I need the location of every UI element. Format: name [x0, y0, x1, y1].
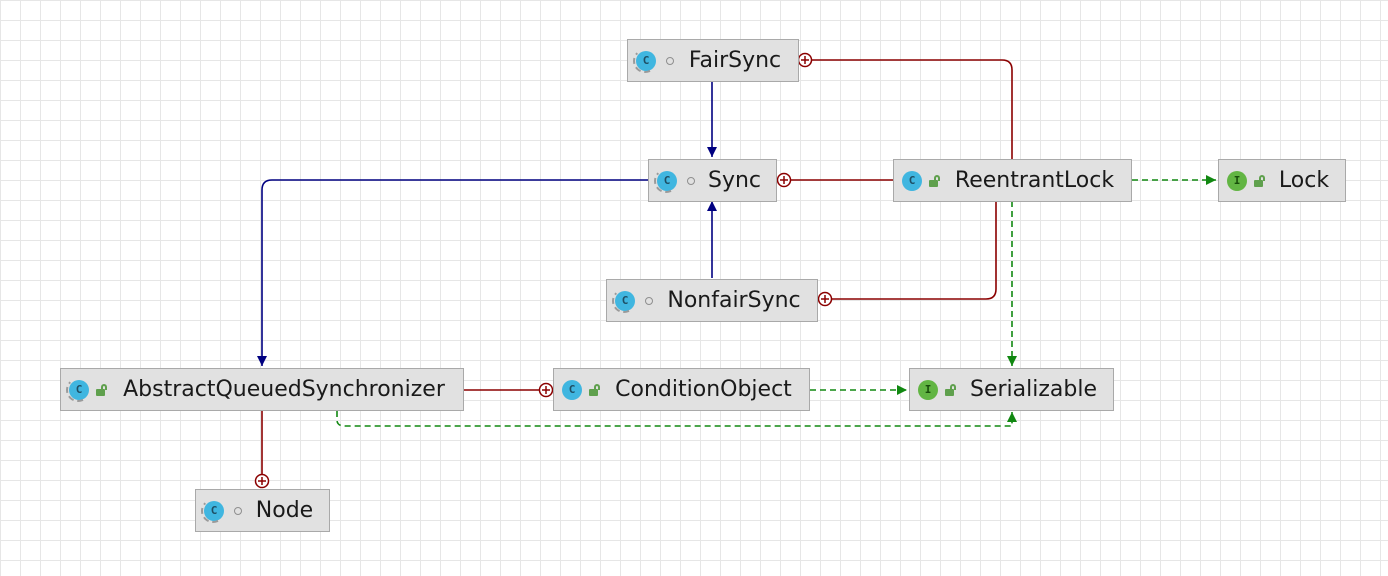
node-node[interactable]: C Node: [195, 489, 330, 532]
node-label: Serializable: [969, 377, 1097, 402]
node-label: Lock: [1278, 168, 1330, 193]
class-icon: C: [633, 48, 657, 73]
node-label: FairSync: [688, 48, 782, 73]
edge-aqs-implements-serializable[interactable]: [336, 411, 1017, 427]
inner-marker-fairsync: [797, 52, 813, 68]
package-private-icon: [234, 506, 242, 515]
edge-reentrantlock-inner-fairsync[interactable]: [812, 59, 1013, 159]
public-icon: [96, 384, 107, 396]
inner-marker-nonfairsync: [817, 291, 833, 307]
node-fairsync[interactable]: C FairSync: [627, 39, 799, 82]
node-sync[interactable]: C Sync: [648, 159, 777, 202]
node-label: ConditionObject: [615, 377, 792, 402]
class-icon: C: [902, 170, 922, 191]
interface-icon: I: [918, 379, 938, 400]
node-label: ReentrantLock: [954, 168, 1115, 193]
edge-sync-extends-aqs[interactable]: [257, 179, 648, 366]
edge-reentrantlock-inner-nonfairsync[interactable]: [832, 201, 997, 300]
class-icon: C: [201, 498, 225, 523]
node-aqs[interactable]: C AbstractQueuedSynchronizer: [60, 368, 464, 411]
public-icon: [929, 175, 940, 187]
public-icon: [589, 384, 600, 396]
public-icon: [945, 384, 956, 396]
inner-marker-conditionobject: [538, 382, 554, 398]
node-label: AbstractQueuedSynchronizer: [123, 377, 445, 402]
class-icon: C: [66, 377, 90, 402]
package-private-icon: [687, 176, 695, 185]
node-nonfairsync[interactable]: C NonfairSync: [606, 279, 818, 322]
package-private-icon: [645, 296, 653, 305]
node-lock[interactable]: I Lock: [1218, 159, 1346, 202]
class-icon: C: [612, 288, 636, 313]
package-private-icon: [666, 56, 674, 65]
node-reentrantlock[interactable]: C ReentrantLock: [893, 159, 1132, 202]
node-serializable[interactable]: I Serializable: [909, 368, 1114, 411]
public-icon: [1254, 175, 1265, 187]
class-icon: C: [654, 168, 678, 193]
node-label: NonfairSync: [667, 288, 801, 313]
inner-marker-node: [254, 473, 270, 489]
inner-marker-sync: [776, 172, 792, 188]
node-label: Node: [255, 498, 314, 523]
interface-icon: I: [1227, 170, 1247, 191]
node-conditionobject[interactable]: C ConditionObject: [553, 368, 810, 411]
node-label: Sync: [707, 168, 762, 193]
class-icon: C: [562, 379, 582, 400]
